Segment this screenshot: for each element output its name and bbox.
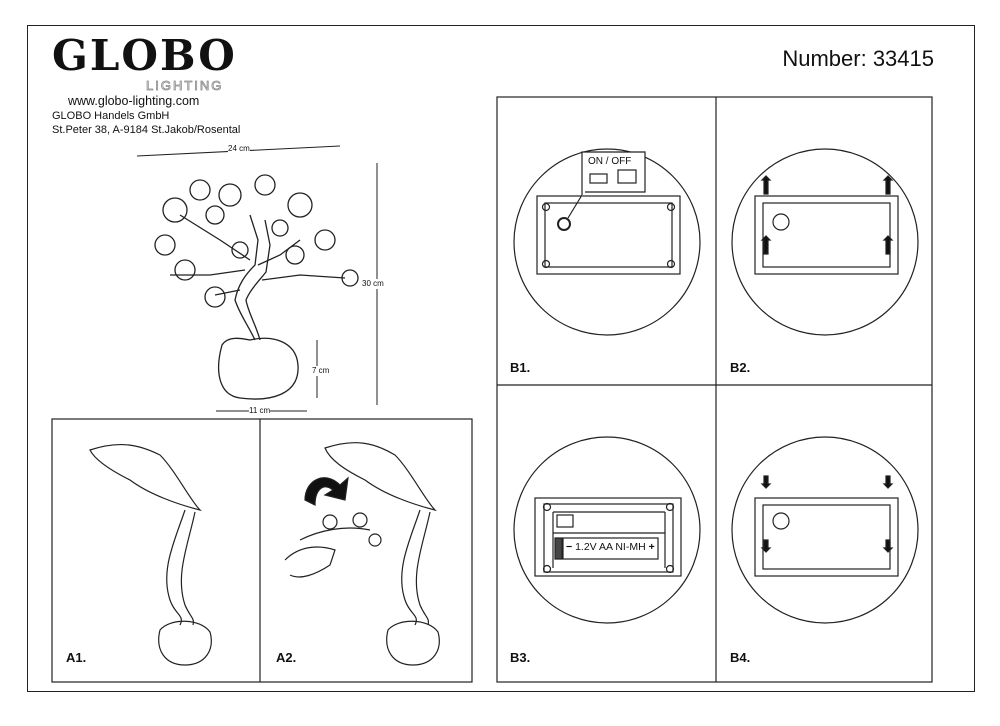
brand-logo: GLOBO [52,31,237,80]
battery-icon [562,537,659,560]
website: www.globo-lighting.com [68,94,200,108]
switch-label: ON / OFF [588,156,632,167]
battery-minus: − [566,541,573,553]
screw-icons [760,475,894,553]
flower-clusters [154,174,359,308]
dimension-lines [136,145,378,412]
dim-width: 24 cm [228,144,250,154]
b2-detail [731,148,919,336]
step-a2-label: A2. [276,650,297,665]
switch-on-icon [617,169,637,184]
company-address: St.Peter 38, A-9184 St.Jakob/Rosental [52,124,241,136]
b1-detail [513,148,701,336]
rotate-arrow-icon [304,476,349,506]
b-panel-grid [496,96,933,683]
a2-tree-illustration [284,442,440,666]
battery-plus: + [648,541,655,553]
brand-sublogo: LIGHTING [146,78,224,93]
step-b3-label: B3. [510,650,531,665]
switch-off-icon [589,173,608,184]
b3-detail [513,436,701,624]
screw-icons [760,175,894,255]
step-b2-label: B2. [730,360,751,375]
battery-label: 1.2V AA NI-MH [575,541,646,553]
tree-illustration [154,174,359,400]
battery-text: − 1.2V AA NI-MH + [566,541,655,554]
dim-height: 30 cm [362,279,384,289]
a1-tree-illustration [89,444,212,666]
step-b4-label: B4. [730,650,751,665]
product-number: Number: 33415 [782,46,934,71]
step-b1-label: B1. [510,360,531,375]
dim-base-height: 7 cm [312,366,330,376]
company-name: GLOBO Handels GmbH [52,110,170,122]
dim-base-width: 11 cm [249,406,271,416]
a-panel-grid [51,418,473,683]
step-a1-label: A1. [66,650,87,665]
page-border [27,25,975,692]
b4-detail [731,436,919,624]
